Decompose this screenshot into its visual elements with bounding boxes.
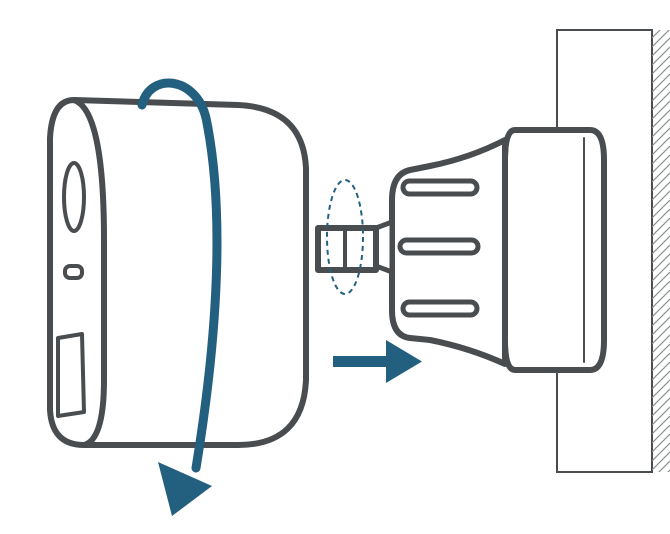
wall-hatch-line (652, 199, 670, 219)
camera-sensor (63, 264, 84, 280)
wall-hatch-line (652, 370, 670, 390)
mount-grip-ridge-middle (397, 237, 481, 256)
mount-grip-ridge-bottom (400, 299, 480, 318)
camera-front-face (72, 97, 107, 448)
wall-hatch-line (652, 424, 670, 444)
wall-hatch-line (652, 433, 670, 453)
direction-arrow-head (386, 340, 422, 383)
wall-hatch-line (652, 226, 670, 246)
wall-hatch-line (652, 451, 670, 471)
wall-hatch-line (652, 172, 670, 192)
wall-hatch-line (652, 30, 661, 39)
wall-hatch-line (652, 145, 670, 165)
wall-hatch-line (652, 397, 670, 417)
wall-hatch-line (652, 379, 670, 399)
wall-hatching (652, 30, 670, 515)
wall-hatch-line (652, 73, 670, 93)
wall-hatch-line (652, 388, 670, 408)
wall-hatch-line (652, 37, 670, 57)
wall-hatch-line (652, 217, 670, 237)
mount-base-plate (502, 127, 607, 373)
camera-light-panel (56, 332, 86, 418)
camera-body (47, 97, 309, 448)
wall-hatch-line (658, 460, 670, 472)
wall-hatch-line (652, 307, 670, 327)
wall-hatch-line (652, 271, 670, 291)
wall-hatch-line (652, 361, 670, 381)
rotation-arrow-head (158, 462, 212, 516)
wall-hatch-line (652, 488, 670, 506)
wall-hatch-line (652, 325, 670, 345)
wall-hatch-line (652, 64, 670, 84)
mount-knob-edge (502, 146, 509, 358)
wall-hatch-line (652, 244, 670, 264)
dashed-ring-indicator (326, 179, 364, 295)
wall-hatch-line (667, 469, 670, 472)
wall-hatch-line (652, 136, 670, 156)
wall-hatch-line (652, 479, 670, 497)
wall-hatch-line (652, 343, 670, 363)
wall-hatch-line (652, 298, 670, 318)
wall-hatch-line (652, 235, 670, 255)
camera-lens (62, 161, 86, 233)
wall-hatch-line (652, 154, 670, 174)
wall-hatch-line (652, 253, 670, 273)
wall-hatch-line (652, 497, 670, 515)
right-arrow-icon (333, 340, 422, 383)
wall-hatch-line (652, 289, 670, 309)
direction-arrow-shaft (333, 356, 391, 367)
wall-hatch-line (652, 46, 670, 66)
wall-mount-bracket (373, 127, 607, 373)
wall-hatch-line (652, 109, 670, 129)
camera-shell (47, 97, 309, 448)
wall-hatch-line (652, 208, 670, 228)
wall-hatch-line (652, 406, 670, 426)
wall-hatch-line (652, 91, 670, 111)
mount-grip-ridge-top (400, 178, 480, 197)
wall-hatch-line (652, 127, 670, 147)
wall-hatch-line (652, 352, 670, 372)
wall-hatch-line (652, 181, 670, 201)
wall-hatch-line (652, 118, 670, 138)
wall-hatch-line (652, 262, 670, 282)
wall-hatch-line (652, 100, 670, 120)
wall-hatch-line (652, 334, 670, 354)
wall-hatch-line (652, 55, 670, 75)
wall-hatch-line (652, 82, 670, 102)
wall-hatch-line (652, 316, 670, 336)
wall-hatch-line (652, 415, 670, 435)
rotation-arrow-curve (137, 78, 222, 473)
wall-hatch-line (652, 163, 670, 183)
wall-hatch-line (652, 30, 670, 48)
wall-hatch-line (652, 442, 670, 462)
wall-hatch-line (652, 280, 670, 300)
wall-hatch-line (652, 190, 670, 210)
curved-rotate-arrow-icon (137, 78, 222, 516)
